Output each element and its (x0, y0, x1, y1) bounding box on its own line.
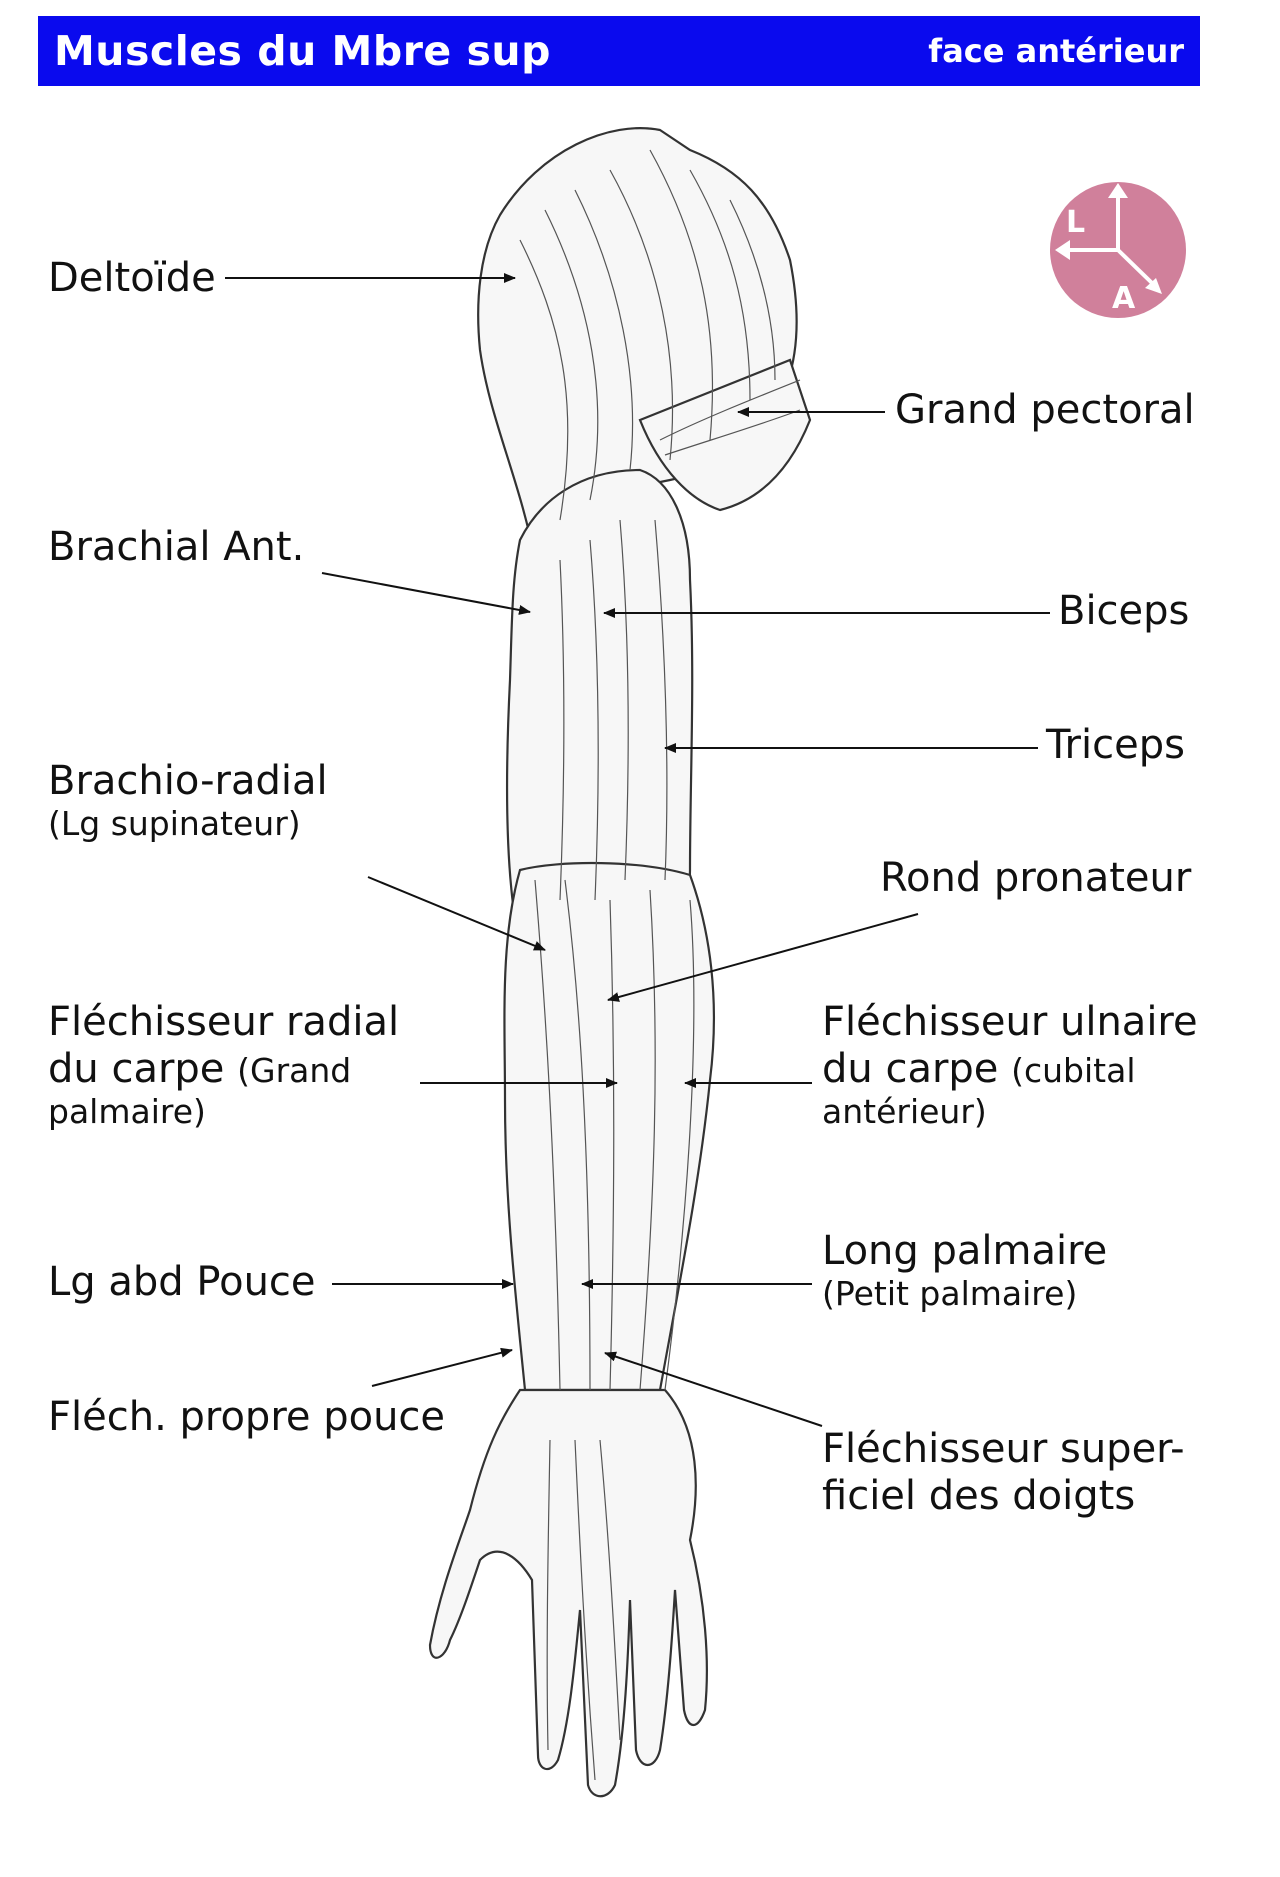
label-flechisseur-super-line1: Fléchisseur super- (822, 1426, 1185, 1472)
label-long-palmaire-line1: Long palmaire (822, 1228, 1108, 1274)
view-subtitle: face antérieur (928, 32, 1184, 70)
arm-drawing (428, 127, 812, 1798)
label-long-palmaire-line2: (Petit palmaire) (822, 1274, 1078, 1314)
label-flechisseur-radial-line2b: (Grand (237, 1051, 352, 1091)
label-grand-pectoral: Grand pectoral (895, 387, 1195, 433)
leader-flechisseur-super (604, 1351, 823, 1427)
leader-brachial-ant (321, 572, 531, 615)
label-deltoide: Deltoïde (48, 255, 216, 301)
label-brachio-radial: Brachio-radial (Lg supinateur) (48, 758, 328, 844)
label-flechisseur-ulnaire-line2b: (cubital (1011, 1051, 1136, 1091)
label-brachial-ant: Brachial Ant. (48, 524, 305, 570)
label-flechisseur-radial-line2: du carpe (Grand (48, 1046, 399, 1093)
title-banner: Muscles du Mbre sup face antérieur (38, 16, 1200, 86)
label-flechisseur-ulnaire: Fléchisseur ulnaire du carpe (cubital an… (822, 999, 1198, 1132)
leader-lines (225, 273, 1050, 1427)
label-flechisseur-super-line2: ficiel des doigts (822, 1473, 1136, 1520)
label-biceps: Biceps (1058, 588, 1190, 634)
label-lg-abd-pouce: Lg abd Pouce (48, 1259, 316, 1305)
hand-shape (428, 1388, 708, 1798)
lateral-letter: L (1066, 205, 1085, 240)
label-brachio-radial-line1: Brachio-radial (48, 758, 328, 804)
label-triceps: Triceps (1046, 722, 1185, 768)
label-flechisseur-superficiel: Fléchisseur super- ficiel des doigts (822, 1426, 1185, 1520)
label-brachio-radial-line2: (Lg supinateur) (48, 804, 301, 844)
leader-rond-pronateur (607, 913, 919, 1002)
label-flechisseur-radial: Fléchisseur radial du carpe (Grand palma… (48, 999, 399, 1132)
label-rond-pronateur: Rond pronateur (880, 855, 1192, 901)
leader-flech-propre-pouce (371, 1347, 513, 1387)
orientation-badge: L A (1050, 182, 1186, 318)
label-flech-propre-pouce: Fléch. propre pouce (48, 1394, 446, 1440)
leader-brachio-radial (367, 876, 546, 951)
label-flechisseur-ulnaire-line2a: du carpe (822, 1046, 999, 1093)
label-long-palmaire: Long palmaire (Petit palmaire) (822, 1228, 1107, 1314)
label-flechisseur-ulnaire-line1: Fléchisseur ulnaire (822, 999, 1198, 1045)
label-flechisseur-radial-line1: Fléchisseur radial (48, 999, 400, 1045)
label-flechisseur-radial-line2a: du carpe (48, 1046, 225, 1093)
page-title: Muscles du Mbre sup (54, 27, 551, 75)
label-flechisseur-ulnaire-line3: antérieur) (822, 1092, 987, 1132)
label-flechisseur-ulnaire-line2: du carpe (cubital (822, 1046, 1198, 1093)
fiber-strokes (519, 149, 801, 1781)
label-flechisseur-radial-line3: palmaire) (48, 1092, 206, 1132)
anterior-letter: A (1112, 281, 1136, 316)
forearm-shape (503, 861, 716, 1392)
upper-arm-shape (505, 468, 694, 947)
